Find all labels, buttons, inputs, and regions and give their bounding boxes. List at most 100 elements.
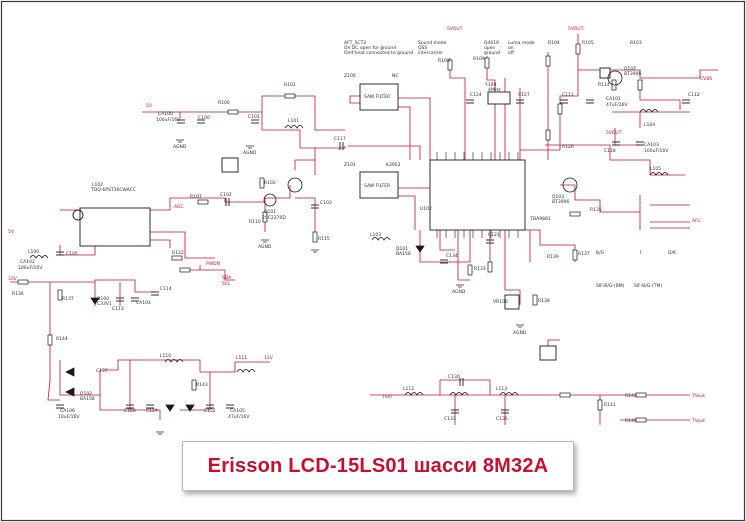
label-c135: C135 [496,416,508,422]
label-u102: U102 [420,206,432,212]
label-ca104: CA104 [136,300,151,306]
label-r137b: R137 [62,296,74,302]
note-aft: AFT_SCT2 [344,40,366,46]
label-r105: R105 [582,40,594,46]
transistors [263,70,623,207]
label-c132: C132 [204,408,216,414]
sif-title-tm: SIF-B/G-(TM) [634,283,662,289]
gnd-4: AGND [513,330,527,336]
label-r138: R138 [538,298,550,304]
label-c114: C114 [160,286,172,292]
label-saw-bottom: SAW FILTER [364,183,390,189]
label-c111: C111 [562,92,574,98]
note-dc-open: On DC open for ground [344,45,396,51]
label-r109: R109 [473,56,485,62]
net-sda: SDA [222,275,232,281]
label-l110: L110 [160,353,171,359]
note-on: on [508,46,514,51]
label-l100: L100 [28,249,39,255]
label-c100: C100 [198,115,210,121]
gnd-2: AGND [243,150,257,156]
ic-pins [436,152,519,238]
diodes [65,245,425,412]
label-l101: L101 [288,118,299,124]
label-c133: C133 [444,416,456,422]
label-r107: R107 [190,194,202,200]
label-c105: C105 [66,251,78,257]
label-l104: L104 [644,122,655,128]
label-c127: C127 [518,92,530,98]
label-r110: R110 [249,219,261,225]
label-q102-type: BT3906 [624,71,641,77]
main-ic-u102 [429,159,526,231]
net-pwdn: PWDN [206,261,220,267]
antenna-connector [72,209,84,221]
label-z101: Z101 [344,162,356,168]
saw-filter-top [359,83,399,111]
label-r122: R122 [172,250,184,256]
label-z100-nc: NC [392,73,399,79]
label-ca105-val: 47uF/16V [228,414,250,420]
label-c128: C128 [124,408,136,414]
label-c130: C130 [448,374,460,380]
label-d102-type: BA158 [80,396,95,402]
label-r136: R136 [12,291,24,297]
label-z100: Z100 [344,73,356,79]
tuner-module [79,207,151,247]
sif-title-bm: SIF-B/G-(BM) [596,283,625,289]
vr100-pot [504,294,520,310]
label-ca101-val: 47uF/16V [606,102,628,108]
label-q102: Q102 [624,66,636,72]
label-l111: L111 [236,355,247,361]
switch-col-dk: D/K [668,250,677,256]
gnd-5: AGND [452,289,466,295]
label-r100: R100 [218,100,230,106]
net-cvbs: CVBS [700,76,712,82]
label-l112: L112 [403,386,414,392]
label-d101-type: BA158 [396,251,411,257]
label-q101: Q101 [264,209,276,215]
net-5v: 5V [146,103,153,109]
label-r102: R102 [264,180,276,186]
label-r144: R144 [56,336,68,342]
label-d102: D102 [80,391,92,397]
label-c137: C137 [96,368,108,374]
label-saw-top: SAW FILTER [364,94,390,100]
label-r141: R141 [604,402,616,408]
label-crystal: Y100 [484,82,496,88]
note-luma: Luma mode [508,40,535,46]
note-sound-mode: Sound mode [418,40,447,46]
label-c112: C112 [688,92,700,98]
net-5vout-2: 5VOUT [568,26,584,32]
net-5vout-3: 5VOUT [606,130,622,136]
label-c118: C118 [604,148,616,154]
label-tuner-name: TDQ-6PST36CWACC [90,187,136,193]
connector-box [221,157,239,173]
schematic-caption: Erisson LCD-15LS01 шасси 8M32A [207,454,549,477]
note-ground: ground [484,50,500,56]
label-c129: C129 [146,408,158,414]
label-r137: R137 [578,251,590,257]
label-ca106: CA106 [60,408,75,414]
net-tvout: TVout [691,393,705,399]
label-c117: C117 [334,136,346,142]
net-agc: AGC [174,204,184,210]
label-r142: R142 [625,393,637,399]
label-ca102-val: 100uF/16V [18,265,43,271]
label-r143: R143 [196,382,208,388]
inductors [29,109,669,396]
label-l113: L113 [496,386,507,392]
net-afc: AFC [692,218,701,224]
net-5vout-1: 5VOUT [447,26,463,32]
label-r104: R104 [548,40,560,46]
label-d100: D100 [97,296,109,302]
switch-col-bg: B/G [596,250,605,256]
note-q4016: Q4016 [484,40,499,46]
label-ca103: CA103 [644,142,659,148]
label-ca101: CA101 [606,96,621,102]
label-ca102: CA102 [20,259,35,265]
label-tda9881: TDA9881 [529,216,551,222]
label-ca106-val: 10uF/16V [58,414,80,420]
